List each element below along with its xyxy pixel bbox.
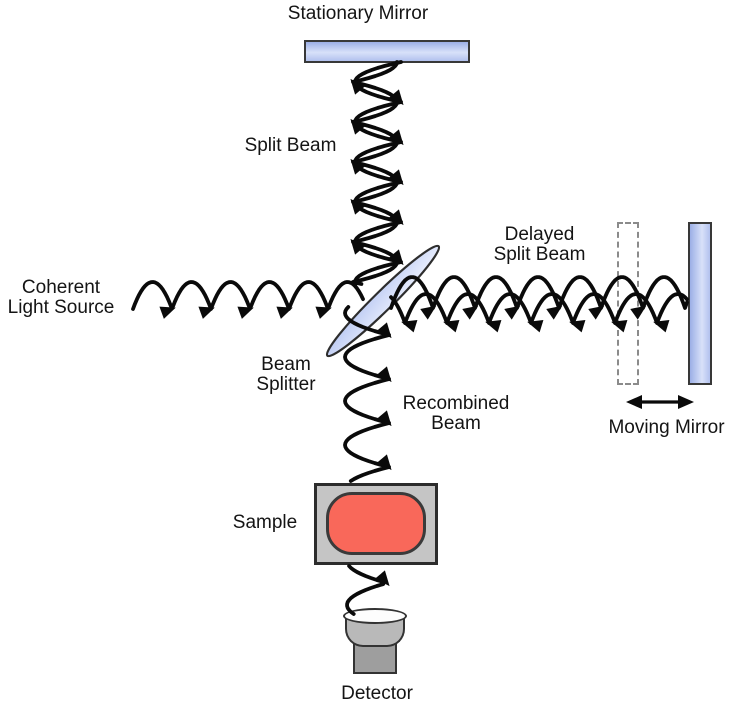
beam-arrowhead-icon [546,305,563,320]
delayed-split-beam-label-line1: Delayed [504,224,575,245]
delayed-beam-outgoing [389,275,689,320]
coherent-light-source-label-line2: Light Source [7,297,115,318]
beam-arrowhead-icon [462,305,479,320]
source-beam [131,280,365,319]
beam-arrowhead-icon [276,306,293,319]
moving-mirror-ghost-outline [617,222,639,385]
beam-arrowhead-icon [588,305,605,320]
beam-arrowhead-icon [374,570,390,587]
beam-arrowhead-icon [504,305,521,320]
beam-arrowhead-icon [198,306,215,319]
detector-base [353,642,397,674]
split-beam-up [350,60,399,286]
beam-arrowhead-icon [376,322,392,339]
split-beam-down [353,60,404,286]
beam-arrowhead-icon [376,454,392,471]
beam-splitter [325,244,441,358]
beam-arrowhead-icon [388,169,404,186]
beam-arrowhead-icon [388,89,404,106]
beam-arrowhead-icon [485,320,502,333]
coherent-light-source-label: Coherent Light Source [2,278,120,318]
beam-arrowhead-icon [350,238,366,255]
delayed-split-beam-label-line2: Split Beam [493,244,586,265]
beam-arrowhead-icon [376,366,392,383]
detector-opening [343,608,407,624]
beam-splitter-label-line1: Beam [261,354,311,375]
beam-arrowhead-icon [350,118,366,135]
recombined-beam-label-line2: Beam [431,413,481,434]
beam-arrowhead-icon [159,306,176,319]
beam-arrowhead-icon [527,320,544,333]
beam-arrowhead-icon [388,249,404,266]
coherent-light-source-label-line1: Coherent [21,277,101,298]
beam-arrowhead-icon [350,158,366,175]
beam-arrowhead-icon [653,320,670,333]
beam-arrowhead-icon [350,78,366,95]
recombined-beam [343,305,392,483]
sample-label: Sample [232,512,298,533]
recombined-beam-label-line1: Recombined [402,393,510,414]
sample-substance [326,492,426,555]
travel-range-arrow [626,395,694,409]
beam-arrowhead-icon [315,306,332,319]
stationary-mirror [304,40,470,63]
beam-arrowhead-icon [388,209,404,226]
beam-arrowhead-icon [350,198,366,215]
stationary-mirror-label: Stationary Mirror [287,3,429,24]
moving-mirror [688,222,712,385]
moving-mirror-label: Moving Mirror [608,417,725,438]
arrow-right-icon [678,395,694,409]
recombined-beam-label: Recombined Beam [396,394,516,434]
delayed-split-beam-label: Delayed Split Beam [487,225,592,265]
beam-splitter-label-line2: Splitter [256,374,316,395]
beam-arrowhead-icon [376,410,392,427]
beam-arrowhead-icon [401,320,418,333]
beam-arrowhead-icon [569,320,586,333]
detector-beam [345,564,390,616]
arrow-left-icon [626,395,642,409]
beam-arrowhead-icon [237,306,254,319]
detector-label: Detector [341,683,413,704]
beam-splitter-label: Beam Splitter [244,355,328,395]
delayed-beam-return [389,292,689,333]
beam-arrowhead-icon [388,129,404,146]
split-beam-label: Split Beam [244,135,337,156]
beam-arrowhead-icon [420,305,437,320]
beam-arrowhead-icon [443,320,460,333]
